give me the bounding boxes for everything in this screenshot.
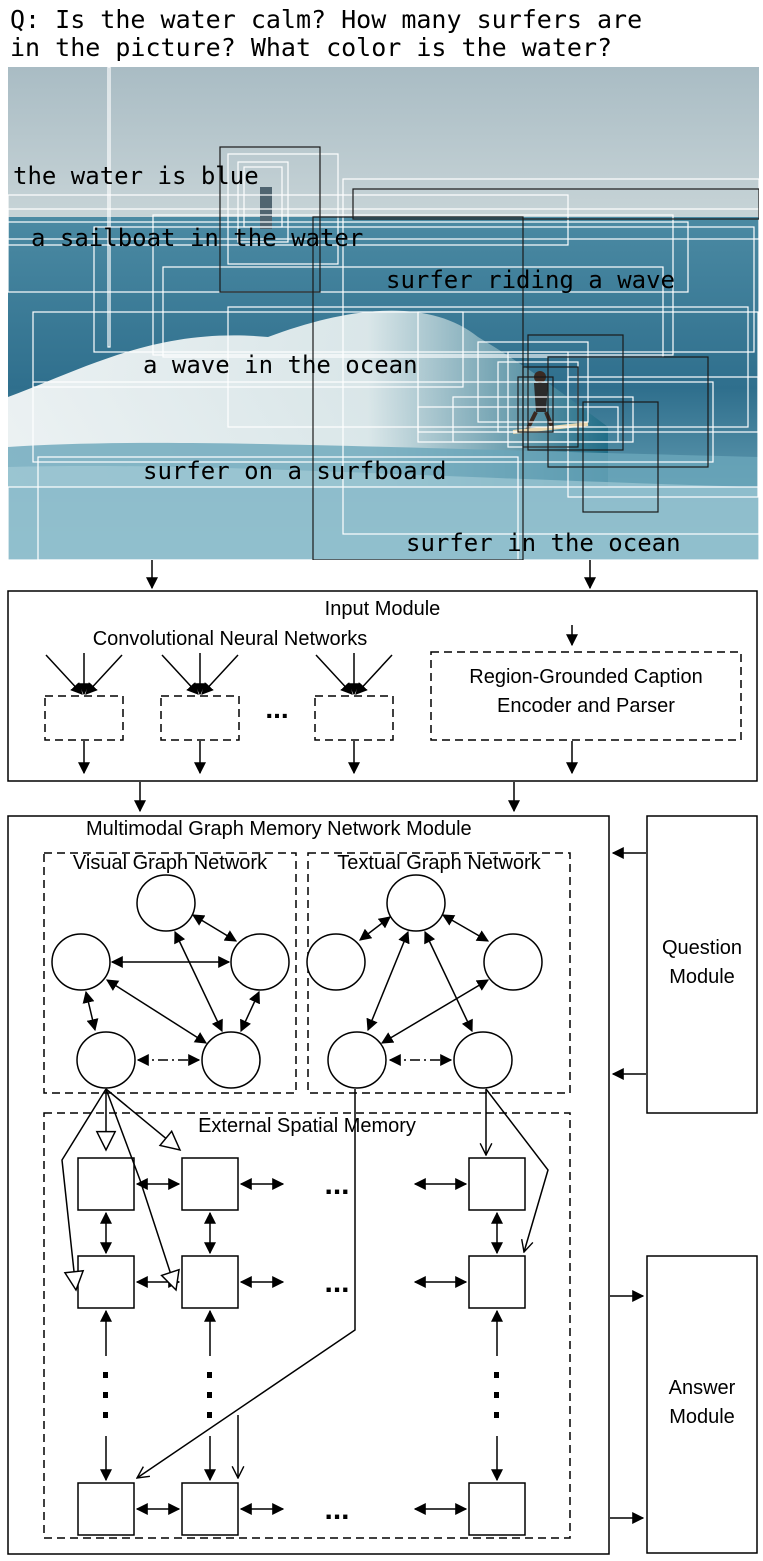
cnn-input-arrows (45, 625, 578, 696)
caption-sailboat: a sailboat in the water (31, 224, 364, 252)
sky (8, 67, 759, 227)
cnn-label: Convolutional Neural Networks (92, 628, 368, 650)
visual-graph-edges (82, 914, 260, 1066)
surf-photo: the water is blue a sailboat in the wate… (8, 67, 759, 560)
answer-module-label: Answer Module (668, 1377, 736, 1428)
caption-surfer-ocean: surfer in the ocean (406, 529, 681, 557)
surf-photo-drawing (8, 67, 759, 560)
question-module-label: Question Module (661, 937, 743, 988)
caption-surfer-surfboard: surfer on a surfboard (143, 457, 447, 485)
region-boxes-dark (219, 146, 759, 560)
cnn-feature-boxes (44, 651, 742, 741)
graph-to-memory-arrows (61, 1088, 549, 1478)
sailboat (260, 187, 272, 229)
question-module-box (646, 815, 758, 1114)
input-module-box (7, 590, 758, 782)
caption-surfer-riding: surfer riding a wave (386, 266, 675, 294)
caption-wave-ocean: a wave in the ocean (143, 351, 418, 379)
memory-row2-ellipsis: ... (324, 1266, 350, 1299)
textual-graph-title: Textual Graph Network (337, 852, 541, 874)
textual-graph-edges (359, 914, 490, 1066)
region-boxes-white (8, 67, 759, 560)
visual-graph-nodes (51, 874, 290, 1089)
photo-to-input-arrows (146, 560, 596, 590)
memory-row3-ellipsis: ... (324, 1493, 350, 1526)
spatial-memory-arrows (100, 1178, 503, 1515)
textual-graph-nodes (306, 874, 543, 1089)
memory-module-title: Multimodal Graph Memory Network Module (86, 818, 472, 840)
cnn-ellipsis: ... (265, 693, 289, 724)
question-line-2: in the picture? What color is the water? (10, 33, 613, 62)
answer-module-box (646, 1255, 758, 1554)
caption-water-blue: the water is blue (13, 162, 259, 190)
memory-module-box (7, 815, 610, 1555)
spatial-memory-title: External Spatial Memory (198, 1115, 416, 1137)
caption-encoder-label: Region-Grounded Caption Encoder and Pars… (469, 666, 703, 717)
question-line-1: Q: Is the water calm? How many surfers a… (10, 5, 643, 34)
input-output-arrows (78, 741, 578, 813)
input-module-title: Input Module (324, 598, 441, 620)
visual-graph-title: Visual Graph Network (72, 852, 268, 874)
memory-row1-ellipsis: ... (324, 1168, 350, 1201)
graph-network-boxes (43, 852, 571, 1539)
vertical-ellipsis (103, 1372, 499, 1418)
side-module-arrows (610, 847, 646, 1524)
spatial-memory-cells (77, 1157, 526, 1536)
